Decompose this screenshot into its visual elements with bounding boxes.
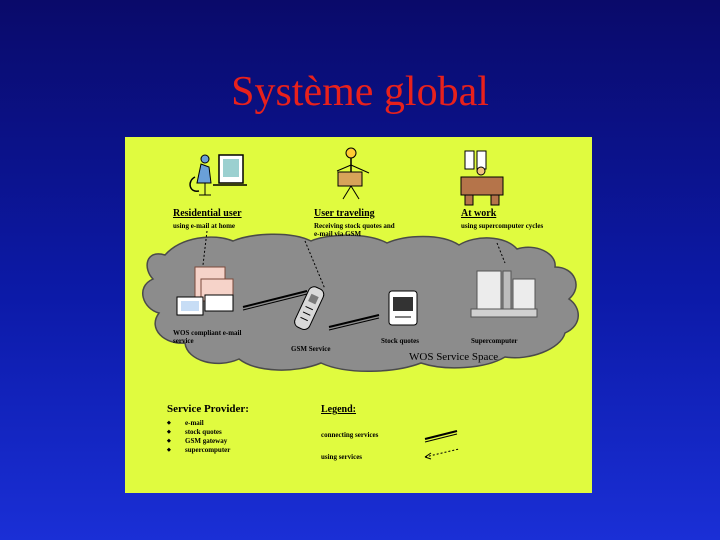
traveling-user-icon [337, 148, 369, 199]
traveling-title: User traveling [314, 208, 375, 219]
traveling-line1: Receiving stock quotes and [314, 222, 395, 230]
work-user-icon [461, 151, 503, 205]
provider-list: e-mail stock quotes GSM gateway supercom… [167, 419, 230, 455]
gsm-service-label: GSM Service [291, 345, 330, 353]
legend-connecting-label: connecting services [321, 431, 378, 439]
provider-item: GSM gateway [167, 437, 230, 446]
residential-user-icon [190, 155, 247, 195]
slide-title: Système global [0, 68, 720, 116]
legend-connecting-symbol [425, 431, 457, 442]
legend-title: Legend: [321, 404, 356, 415]
work-title: At work [461, 208, 496, 219]
provider-item: e-mail [167, 419, 230, 428]
diagram-panel: Residential user using e-mail at home Us… [125, 137, 592, 493]
provider-item: supercomputer [167, 446, 230, 455]
email-service-label-1: WOS compliant e-mail [173, 329, 241, 337]
residential-title: Residential user [173, 208, 242, 219]
legend-using-symbol [425, 449, 459, 459]
residential-subtitle: using e-mail at home [173, 222, 235, 230]
provider-item: stock quotes [167, 428, 230, 437]
traveling-line2: e-mail via GSM [314, 230, 361, 238]
provider-title: Service Provider: [167, 403, 249, 415]
supercomputer-label: Supercomputer [471, 337, 518, 345]
legend-using-label: using services [321, 453, 362, 461]
stock-quotes-label: Stock quotes [381, 337, 419, 345]
stock-quotes-icon [389, 291, 417, 325]
email-service-label-2: service [173, 337, 194, 345]
work-subtitle: using supercomputer cycles [461, 222, 543, 230]
service-space-label: WOS Service Space [409, 351, 498, 363]
